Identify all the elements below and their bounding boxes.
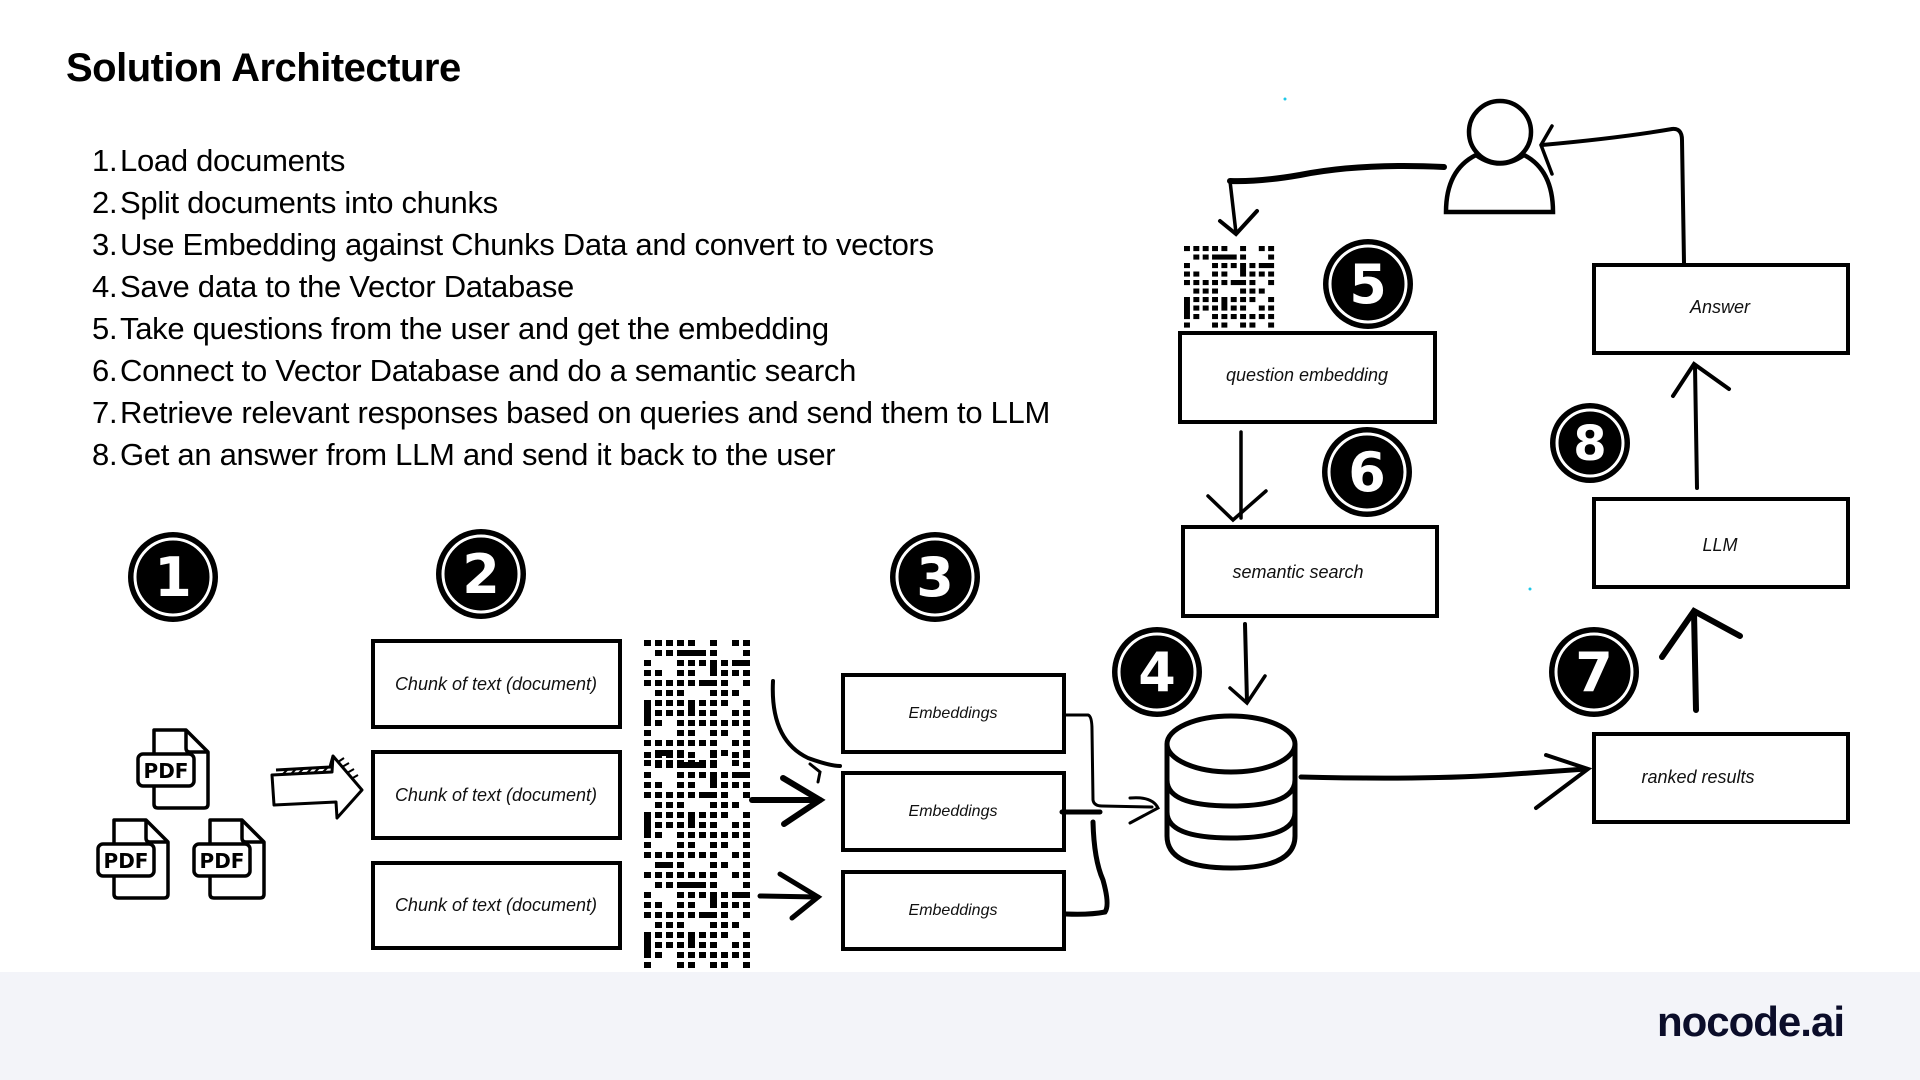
answer-label: Answer	[1689, 297, 1751, 317]
slide-title: Solution Architecture	[66, 46, 461, 90]
semantic-search-label: semantic search	[1232, 562, 1363, 582]
steps-list: 1.Load documents 2.Split documents into …	[92, 140, 1050, 476]
step-badge-1: 1	[128, 532, 218, 622]
question-embedding-label: question embedding	[1226, 365, 1388, 385]
arrow-icon	[749, 679, 842, 921]
step-number: 6.	[92, 353, 118, 388]
step-badge-2: 2	[436, 529, 526, 619]
chunk-box: Chunk of text (document)	[371, 861, 622, 950]
pdf-label: PDF	[104, 849, 149, 873]
answer-box: Answer	[1592, 263, 1850, 355]
ranked-results-box: ranked results	[1592, 732, 1850, 824]
step-number: 4.	[92, 269, 118, 304]
step-number: 2.	[92, 185, 118, 220]
badge-number: 6	[1348, 441, 1386, 504]
pdf-file-icon: PDF	[136, 728, 210, 810]
step-item: 2.Split documents into chunks	[92, 182, 1050, 224]
arrow-icon	[1218, 163, 1447, 237]
step-item: 5.Take questions from the user and get t…	[92, 308, 1050, 350]
step-badge-5: 5	[1323, 239, 1413, 329]
step-text: Get an answer from LLM and send it back …	[120, 437, 836, 472]
step-badge-7: 7	[1549, 627, 1639, 717]
step-number: 8.	[92, 437, 118, 472]
step-text: Retrieve relevant responses based on que…	[120, 395, 1051, 430]
pdf-label: PDF	[144, 759, 189, 783]
arrow-right-icon	[270, 754, 364, 820]
badge-number: 1	[154, 546, 192, 609]
pdf-file-icon: PDF	[96, 818, 170, 900]
step-text: Take questions from the user and get the…	[120, 311, 829, 346]
step-item: 3.Use Embedding against Chunks Data and …	[92, 224, 1050, 266]
badge-number: 2	[462, 543, 500, 606]
embeddings-label: Embeddings	[909, 803, 998, 820]
chunk-box: Chunk of text (document)	[371, 639, 622, 729]
vector-database-icon	[1164, 713, 1298, 871]
arrow-icon	[1206, 430, 1268, 523]
arrow-icon	[1659, 607, 1743, 713]
badge-number: 4	[1138, 641, 1176, 704]
step-item: 6.Connect to Vector Database and do a se…	[92, 350, 1050, 392]
step-badge-6: 6	[1322, 427, 1412, 517]
arrow-icon	[1298, 753, 1593, 810]
step-text: Load documents	[120, 143, 346, 178]
step-text: Save data to the Vector Database	[120, 269, 574, 304]
brand-logo[interactable]: nocode.ai	[1656, 998, 1845, 1045]
vector-grid-icon	[644, 752, 750, 878]
llm-box: LLM	[1592, 497, 1850, 589]
badge-number: 7	[1575, 641, 1613, 704]
step-badge-4: 4	[1112, 627, 1202, 717]
vector-grid-icon	[644, 640, 750, 766]
step-number: 3.	[92, 227, 118, 262]
embeddings-label: Embeddings	[909, 902, 998, 919]
step-badge-8: 8	[1550, 403, 1630, 483]
stray-dot	[1283, 97, 1287, 101]
step-text: Split documents into chunks	[120, 185, 498, 220]
chunk-label: Chunk of text (document)	[395, 674, 597, 694]
footer-bar: nocode.ai	[0, 972, 1920, 1080]
question-embedding-box: question embedding	[1178, 331, 1437, 424]
arrow-icon	[1671, 361, 1731, 490]
semantic-search-box: semantic search	[1181, 525, 1439, 618]
step-item: 7.Retrieve relevant responses based on q…	[92, 392, 1050, 434]
step-number: 7.	[92, 395, 118, 430]
step-item: 1.Load documents	[92, 140, 1050, 182]
badge-number: 8	[1573, 416, 1606, 472]
step-number: 5.	[92, 311, 118, 346]
step-number: 1.	[92, 143, 118, 178]
step-text: Use Embedding against Chunks Data and co…	[120, 227, 934, 262]
step-item: 4.Save data to the Vector Database	[92, 266, 1050, 308]
ranked-results-label: ranked results	[1641, 767, 1754, 787]
pdf-label: PDF	[200, 849, 245, 873]
arrow-icon	[1228, 622, 1267, 706]
embeddings-box: Embeddings	[841, 870, 1066, 951]
step-item: 8.Get an answer from LLM and send it bac…	[92, 434, 1050, 476]
step-text: Connect to Vector Database and do a sema…	[120, 353, 857, 388]
embeddings-box: Embeddings	[841, 673, 1066, 754]
llm-label: LLM	[1702, 535, 1737, 555]
chunk-box: Chunk of text (document)	[371, 750, 622, 840]
arrow-icon	[1539, 124, 1686, 265]
chunk-label: Chunk of text (document)	[395, 895, 597, 915]
step-badge-3: 3	[890, 532, 980, 622]
badge-number: 5	[1349, 253, 1387, 316]
chunk-label: Chunk of text (document)	[395, 785, 597, 805]
pdf-file-icon: PDF	[192, 818, 266, 900]
stray-dot	[1528, 587, 1532, 591]
connector-line	[1059, 713, 1160, 917]
embeddings-box: Embeddings	[841, 771, 1066, 852]
embeddings-label: Embeddings	[909, 705, 998, 722]
user-icon	[1443, 98, 1556, 215]
badge-number: 3	[916, 546, 954, 609]
